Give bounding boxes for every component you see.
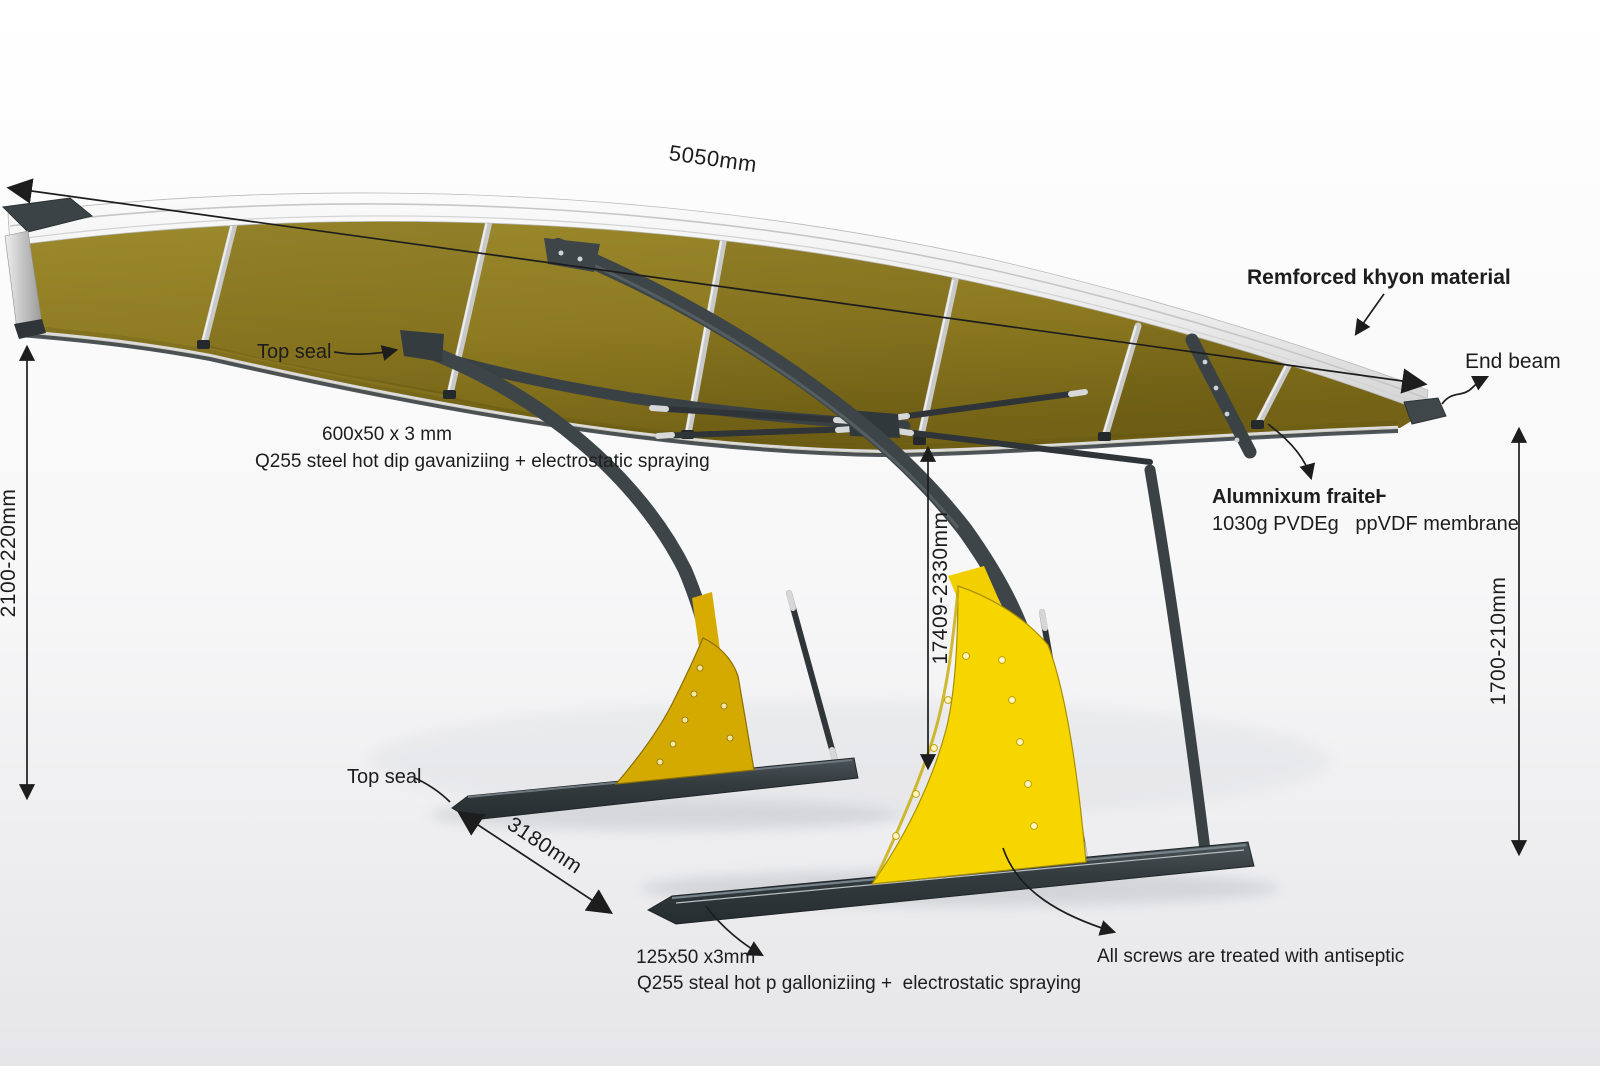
label-top-seal-upper: Top seal [257,341,332,363]
label-end-beam: End beam [1465,350,1561,373]
dim-line-canopy-width [6,178,1428,394]
label-screws-note: All screws are treated with antiseptic [1097,946,1404,967]
rear-beam [1144,464,1211,856]
left-base-gusset [614,637,755,785]
label-rail-spec: Q255 steal hot p galloniziing + electros… [637,973,1081,994]
leader-frame-note [1267,423,1316,481]
label-membrane-note: 1030g PVDEg ppVDF membrane [1212,513,1519,535]
leader-rail-spec [705,905,764,957]
label-rail-size: 125x50 x3mm [636,947,755,968]
leader-end-beam [1441,375,1490,405]
dim-mid-height: 17409-2330mm [929,511,952,664]
label-column-spec: Q255 steel hot dip gavaniziing + electro… [255,451,710,472]
label-frame-note: Alumnixum fraiteⱵ [1212,486,1386,508]
right-end-cap [1403,397,1447,425]
leader-material [1354,293,1385,336]
leader-top-seal-upper [333,345,399,361]
dim-right-height: 1700-210mm [1487,577,1510,706]
label-column-size: 600x50 x 3 mm [322,424,452,445]
annotations: 5050mm Remforced khyon material End beam… [0,140,1561,994]
leader-top-seal-lower [414,777,451,803]
leader-screws-note [1002,847,1117,936]
label-top-seal-lower: Top seal [347,766,422,788]
left-column-sleeve [692,592,720,654]
dim-line-rail-spacing [457,811,613,914]
label-material: Remforced khyon material [1247,266,1511,289]
dim-left-height: 2100-220mm [0,489,20,618]
